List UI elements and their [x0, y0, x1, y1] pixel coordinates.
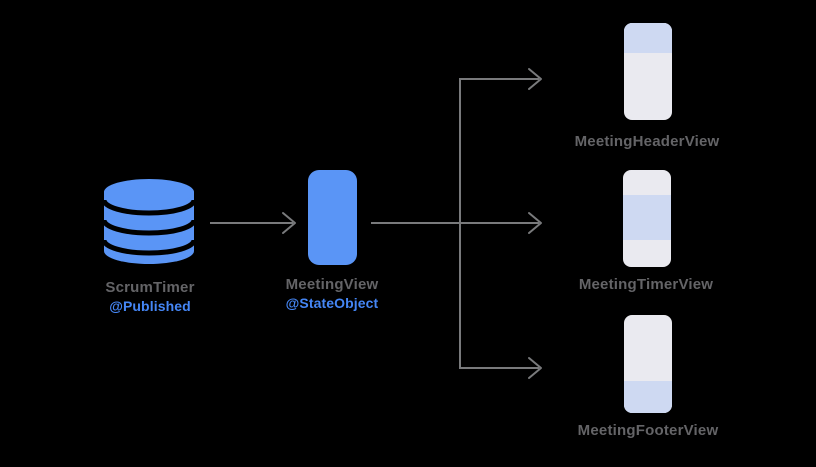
stateobject-annotation: @StateObject [285, 295, 379, 311]
database-top [104, 179, 194, 205]
branch-connector [459, 78, 539, 369]
meetingheaderview-shape [624, 23, 672, 120]
meetingtimerview-label: MeetingTimerView [578, 276, 714, 293]
timer-highlight-band [623, 195, 671, 240]
meetingfooterview-label: MeetingFooterView [577, 422, 719, 439]
meetingview-shape [308, 170, 357, 265]
meetingfooterview-shape [624, 315, 672, 413]
scrumtimer-label: ScrumTimer [105, 279, 195, 296]
arrowhead-headerview [528, 68, 542, 90]
meetingtimerview-shape [623, 170, 671, 267]
arrowhead-timerview [528, 212, 542, 234]
arrowhead-footerview [528, 357, 542, 379]
header-highlight-band [624, 23, 672, 53]
footer-highlight-band [624, 381, 672, 413]
published-annotation: @Published [109, 298, 191, 314]
database-separators [101, 199, 197, 256]
arrowhead-meetingview [282, 212, 296, 234]
meetingheaderview-label: MeetingHeaderView [574, 133, 720, 150]
database-icon [101, 179, 197, 264]
meetingview-label: MeetingView [285, 276, 379, 293]
